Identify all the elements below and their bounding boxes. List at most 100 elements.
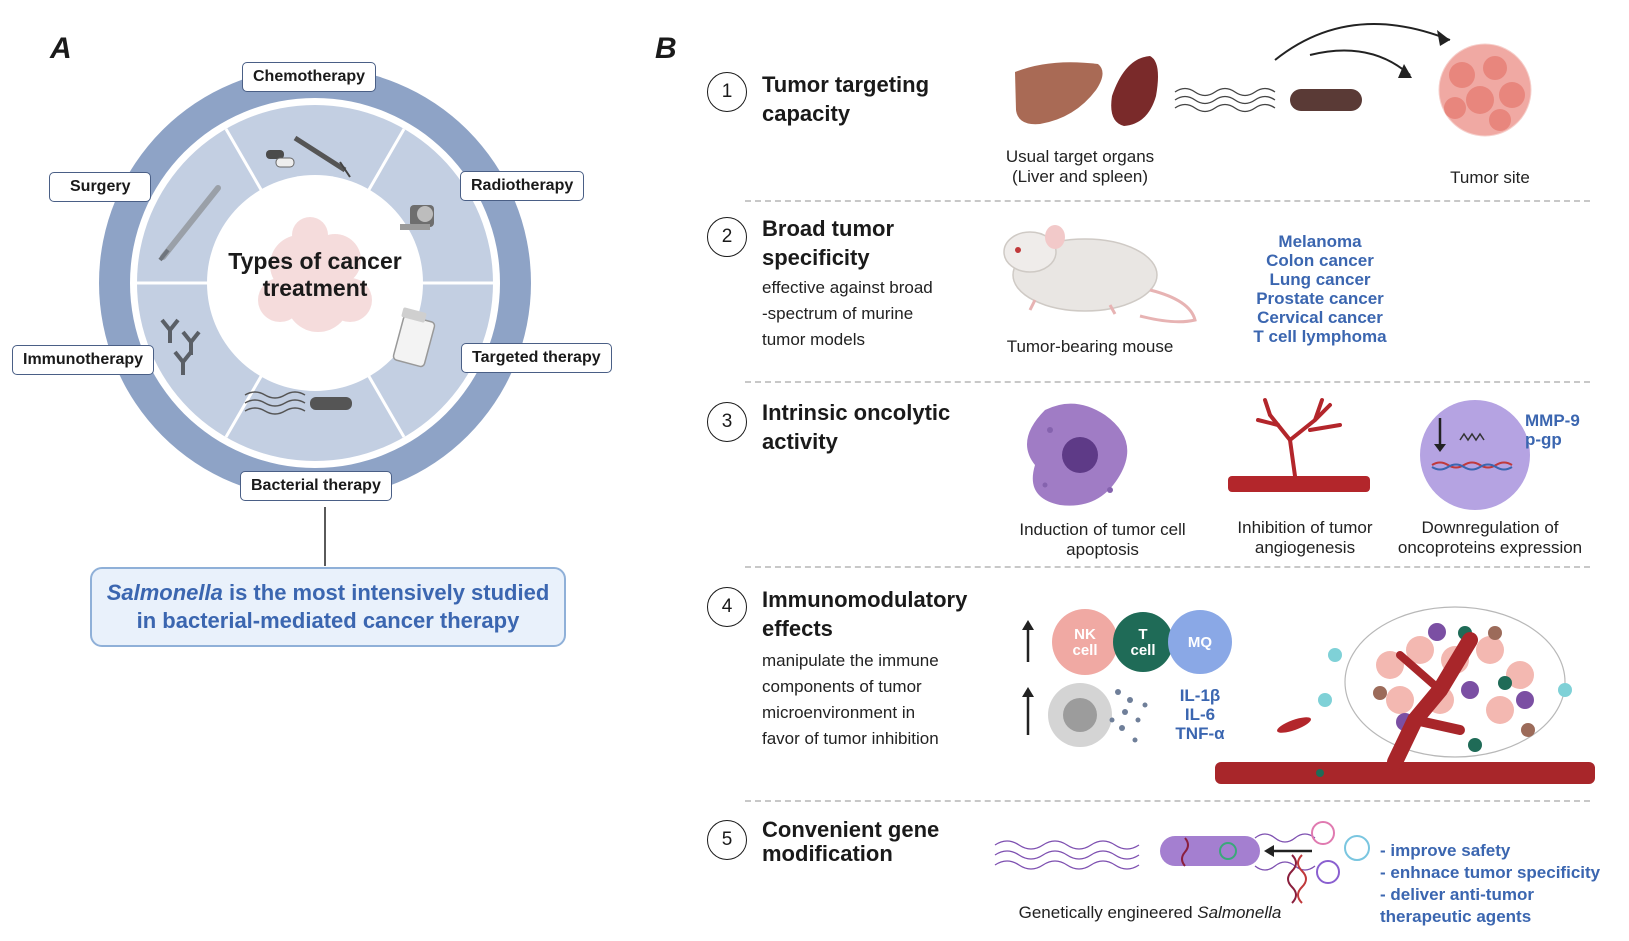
pills-syringe-icon [266,135,351,178]
caption-downregulation: Downregulation of oncoproteins expressio… [1385,518,1595,558]
protein-label: MMP-9 [1525,411,1580,430]
macrophage-label: MQ [1187,634,1213,651]
cytokine-label: IL-6 [1184,705,1216,724]
t-cell-label: T cell [1113,627,1173,659]
section-number-2: 2 [707,217,747,257]
section-4-desc-line: microenvironment in [762,703,916,722]
callout-line1: Salmonella is the most intensively studi… [92,579,564,607]
section-5-title: Convenient gene modification [762,818,939,866]
antibody-icon [160,318,201,375]
caption-downregulation-line1: Downregulation of [1421,518,1559,537]
label-surgery: Surgery [49,172,152,202]
section-divider [745,381,1590,383]
benefit-item: - deliver anti-tumor [1380,885,1534,904]
section-1-title-line1: Tumor targeting [762,72,930,97]
bacterium-icon [1174,87,1362,113]
blood-vessel-branch-icon [1228,398,1370,492]
callout-line1-rest: is the most intensively studied [222,580,550,605]
label-chemotherapy: Chemotherapy [242,62,377,92]
nk-cell-label: NK cell [1055,627,1115,659]
up-arrows [1022,620,1034,735]
section-2-title: Broad tumor specificity [762,214,894,272]
scalpel-icon [158,185,221,262]
caption-tumor-site: Tumor site [1450,168,1530,187]
callout-line2: in bacterial-mediated cancer therapy [136,608,520,633]
cytokine-list: IL-1β IL-6 TNF-α [1165,686,1235,743]
label-bacterial-therapy: Bacterial therapy [240,471,392,501]
tumor-type: Colon cancer [1266,251,1374,270]
section-3-title: Intrinsic oncolytic activity [762,398,950,456]
protein-label: p-gp [1525,430,1562,449]
callout-italic: Salmonella [106,580,223,605]
section-divider [745,800,1590,802]
t-cell-label-line1: T [1138,626,1148,643]
section-number-4: 4 [707,587,747,627]
nk-cell-label-line2: cell [1072,642,1098,659]
section-5-title-line2: modification [762,841,893,866]
mouse-icon [1003,225,1197,324]
salmonella-callout: Salmonella is the most intensively studi… [90,567,566,647]
caption-target-organs-line1: Usual target organs [1005,147,1155,166]
caption-apoptosis: Induction of tumor cell apoptosis [995,520,1210,560]
section-4-desc-line: manipulate the immune [762,651,939,670]
section-3-title-line2: activity [762,429,838,454]
section-4-desc-line: components of tumor [762,677,922,696]
connector-line [324,507,326,566]
plasmid-dna-icon [1264,821,1370,904]
caption-engineered-italic: Salmonella [1197,903,1282,922]
wheel-center-title-line1: Types of cancer [228,248,402,274]
caption-target-organs-line2: (Liver and spleen) [1011,167,1149,186]
radiotherapy-machine-icon [400,205,434,230]
bacteria-segment-icon [244,391,352,415]
section-4-desc-line: favor of tumor inhibition [762,729,939,748]
section-2-title-line1: Broad tumor [762,216,894,241]
tumor-type: Lung cancer [1269,270,1371,289]
label-radiotherapy: Radiotherapy [460,171,585,201]
section-divider [745,200,1590,202]
section-2-desc-line: tumor models [762,330,865,349]
section-number-5: 5 [707,820,747,860]
caption-angiogenesis-line2: angiogenesis [1254,538,1356,557]
benefit-list: - improve safety - enhnace tumor specifi… [1380,840,1600,928]
drug-bottle-icon [392,307,436,368]
label-targeted-therapy: Targeted therapy [461,343,612,373]
caption-engineered-salmonella: Genetically engineered Salmonella [985,903,1315,923]
caption-downregulation-line2: oncoproteins expression [1397,538,1583,557]
caption-angiogenesis-line1: Inhibition of tumor [1237,518,1373,537]
section-number-1: 1 [707,72,747,112]
tumor-type: Melanoma [1278,232,1362,251]
section-2-desc-line: -spectrum of murine [762,304,914,323]
section-1-title: Tumor targeting capacity [762,70,929,128]
section-4-title-line2: effects [762,616,833,641]
section-5-title-line1: Convenient gene [762,817,940,842]
wheel-center-title: Types of cancer treatment [205,248,425,302]
engineered-bacterium-icon [994,833,1316,871]
panel-b-letter: B [655,32,677,65]
treatment-wheel [99,67,531,499]
section-4-title: Immunomodulatory effects [762,585,967,643]
section-divider [745,566,1590,568]
section-2-title-line2: specificity [762,245,870,270]
benefit-item: - improve safety [1380,841,1511,860]
downregulation-icon [1420,400,1530,510]
section-number-3: 3 [707,402,747,442]
caption-target-organs: Usual target organs (Liver and spleen) [980,147,1180,187]
section-4-title-line1: Immunomodulatory [762,587,968,612]
tumor-site-icon [1438,43,1532,137]
tumor-types-list: Melanoma Colon cancer Lung cancer Prosta… [1220,232,1420,346]
section-3-title-line1: Intrinsic oncolytic [762,400,951,425]
section-1-title-line2: capacity [762,101,851,126]
wheel-center-title-line2: treatment [262,275,368,301]
tumor-microenvironment-icon [1215,606,1595,784]
section-2-description: effective against broad -spectrum of mur… [762,275,933,353]
immune-cells-icon [1048,609,1232,747]
tumor-type: Prostate cancer [1256,289,1384,308]
panel-a-letter: A [50,32,72,65]
liver-spleen-icon [1015,56,1158,126]
caption-apoptosis-line1: Induction of tumor cell [1019,520,1186,539]
protein-list: MMP-9 p-gp [1525,411,1580,449]
cytokine-label: TNF-α [1175,724,1225,743]
section-2-desc-line: effective against broad [762,278,933,297]
caption-engineered-prefix: Genetically engineered [1018,903,1198,922]
cytokine-label: IL-1β [1179,686,1221,705]
